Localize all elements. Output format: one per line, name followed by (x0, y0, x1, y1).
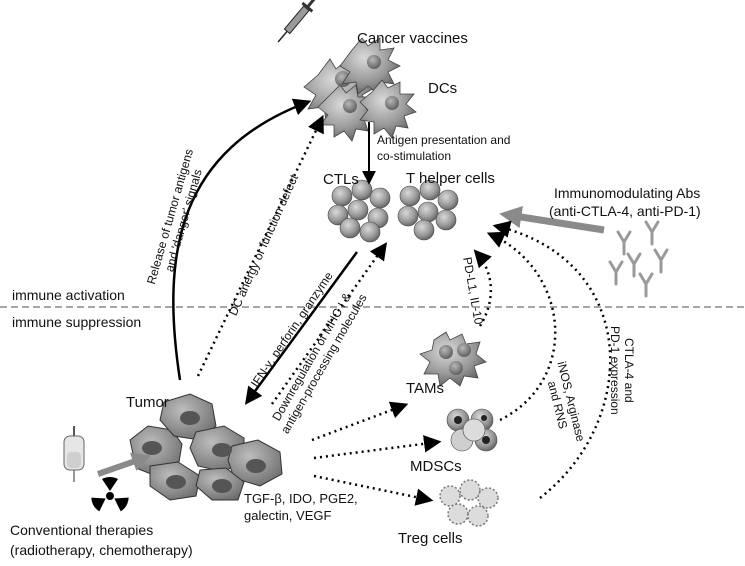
ifn-arrow (244, 251, 359, 405)
syringe-icon (277, 0, 316, 43)
label-ctla4: CTLA-4 and PD-1 expression (608, 326, 636, 415)
ctla4-arrow (492, 220, 612, 499)
tumor-to-mdscs-arrow (313, 435, 442, 460)
label-tams: TAMs (406, 380, 445, 397)
t-helper-cell-cluster (397, 179, 459, 241)
radiation-icon (91, 477, 129, 514)
label-treg: Treg cells (398, 530, 463, 547)
iv-bag-icon (63, 426, 85, 482)
tumor-to-treg-arrow (313, 474, 434, 506)
label-dcs: DCs (428, 80, 458, 97)
treg-cell-cluster (439, 479, 499, 527)
label-antigen-presentation-2: co-stimulation (377, 149, 452, 163)
antibody-icon (608, 220, 669, 298)
label-conventional-2: (radiotherapy, chemotherapy) (10, 542, 193, 558)
dc-cell-cluster (303, 37, 417, 142)
label-ctls: CTLs (323, 171, 359, 188)
inos-arrow (486, 231, 557, 422)
label-immunomodulating-2: (anti-CTLA-4, anti-PD-1) (549, 203, 701, 219)
label-conventional-1: Conventional therapies (10, 522, 154, 538)
downregulation-arrow (270, 242, 388, 405)
label-tumor: Tumor (126, 394, 169, 411)
label-factors-2: galectin, VEGF (244, 508, 332, 523)
tam-cell-cluster (419, 331, 487, 387)
label-immune-suppression: immune suppression (12, 314, 142, 330)
therapy-arrow (97, 452, 152, 477)
label-cancer-vaccines: Cancer vaccines (357, 30, 468, 47)
release-antigens-arrow (172, 98, 312, 381)
label-immunomodulating-1: Immunomodulating Abs (554, 185, 701, 201)
label-t-helper: T helper cells (406, 170, 495, 187)
label-immune-activation: immune activation (12, 287, 125, 303)
label-factors-1: TGF-β, IDO, PGE2, (244, 491, 358, 506)
mdsc-cell-cluster (446, 408, 498, 452)
tumor-to-tams-arrow (311, 401, 409, 442)
label-antigen-presentation-1: Antigen presentation and (377, 133, 511, 147)
ctl-cell-cluster (327, 179, 391, 243)
label-mdscs: MDSCs (410, 458, 462, 475)
antibody-arrow (499, 206, 605, 234)
